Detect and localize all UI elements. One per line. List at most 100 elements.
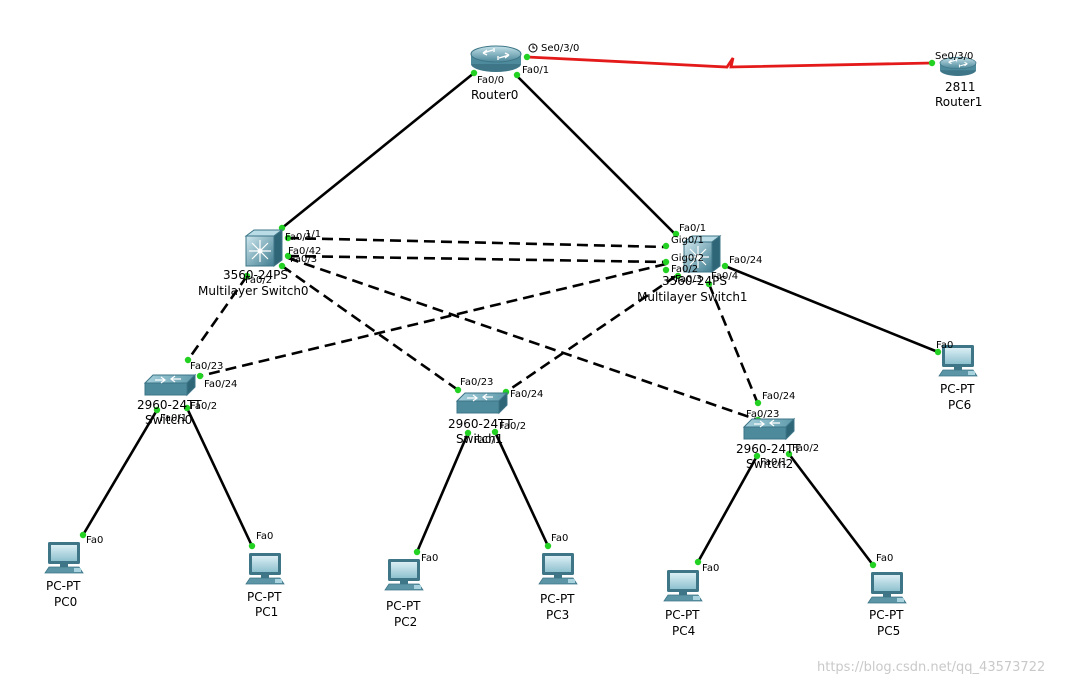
device-switch1[interactable] <box>456 392 508 414</box>
link-mls0-mls1-b[interactable] <box>287 254 667 264</box>
link-switch2-pc4[interactable] <box>696 455 759 563</box>
link-light <box>248 542 256 550</box>
link-light <box>79 531 87 539</box>
link-mls0-switch2[interactable] <box>287 256 759 422</box>
link-switch0-pc0[interactable] <box>81 409 159 536</box>
device-model: 2960-24TT <box>137 398 202 412</box>
link-light <box>491 428 499 436</box>
port-label: Gig0/2 <box>671 253 704 264</box>
device-model: 3560-24PS <box>223 268 288 282</box>
multilayer-switch-icon <box>245 229 283 267</box>
link-light <box>662 258 670 266</box>
device-name: PC3 <box>546 608 569 622</box>
device-model: PC-PT <box>46 579 81 593</box>
device-name: PC1 <box>255 605 278 619</box>
switch-icon <box>456 392 508 414</box>
device-name: PC4 <box>672 624 695 638</box>
link-router0-mls1[interactable] <box>515 74 677 236</box>
port-label: Fa0/1 <box>160 413 187 424</box>
port-label: Fa0/23 <box>460 377 493 388</box>
port-label: Fa0 <box>551 533 568 544</box>
device-switch2[interactable] <box>743 418 795 440</box>
device-name: Switch2 <box>746 457 793 471</box>
port-label: Fa0/2 <box>499 421 526 432</box>
port-label: Fa0 <box>421 553 438 564</box>
link-mls0-switch0[interactable] <box>186 275 249 361</box>
port-label: Fa0/4 <box>711 271 738 282</box>
link-light <box>523 53 531 61</box>
link-light <box>278 262 286 270</box>
port-label: Se0/3/0 <box>541 43 579 54</box>
device-pc0[interactable] <box>44 541 84 574</box>
device-router0[interactable] <box>470 45 522 73</box>
port-label: Fa0/1 <box>760 457 787 468</box>
port-label: Fa0/1 <box>285 232 312 243</box>
port-label: Se0/3/0 <box>935 51 973 62</box>
port-label: Fa0/2 <box>671 264 698 275</box>
link-mls0-switch1[interactable] <box>281 264 459 392</box>
link-light <box>754 399 762 407</box>
watermark: https://blog.csdn.net/qq_43573722 <box>817 660 1045 675</box>
port-label: Fa0/0 <box>477 75 504 86</box>
port-label: 1/1 <box>305 229 321 240</box>
device-model: PC-PT <box>247 590 282 604</box>
port-label: Fa0 <box>702 563 719 574</box>
link-light <box>284 234 292 242</box>
link-switch2-pc5[interactable] <box>787 453 875 566</box>
link-light <box>934 348 942 356</box>
port-label: Fa0/24 <box>729 255 762 266</box>
port-label: Fa0 <box>936 340 953 351</box>
device-name: PC6 <box>948 398 971 412</box>
port-label: Fa0/24 <box>762 391 795 402</box>
device-model: PC-PT <box>540 592 575 606</box>
link-light <box>153 406 161 414</box>
link-switch0-pc1[interactable] <box>185 407 254 547</box>
device-pc4[interactable] <box>663 569 703 602</box>
link-mls1-switch0[interactable] <box>199 262 667 378</box>
link-switch1-pc2[interactable] <box>415 432 470 553</box>
link-light <box>869 561 877 569</box>
link-light <box>184 356 192 364</box>
link-mls1-switch2[interactable] <box>707 283 760 405</box>
device-name: Multilayer Switch1 <box>637 290 748 304</box>
clock-icon <box>528 43 538 53</box>
link-light <box>674 272 682 280</box>
device-pc2[interactable] <box>384 558 424 591</box>
link-light <box>785 450 793 458</box>
device-name: Switch1 <box>456 432 503 446</box>
port-label: Fa0/24 <box>204 379 237 390</box>
device-model: PC-PT <box>869 608 904 622</box>
port-label: Gig0/1 <box>671 235 704 246</box>
link-light <box>672 230 680 238</box>
link-mls1-switch1[interactable] <box>505 274 677 394</box>
device-pc3[interactable] <box>538 552 578 585</box>
pc-icon <box>867 571 907 604</box>
port-status-lights <box>79 53 942 569</box>
link-light <box>464 429 472 437</box>
device-model: 2960-24TT <box>448 417 513 431</box>
device-name: Router0 <box>471 88 518 102</box>
link-light <box>243 272 251 280</box>
link-light <box>183 404 191 412</box>
device-multilayer-switch0[interactable] <box>245 229 283 267</box>
port-label: Fa0 <box>876 553 893 564</box>
device-model: 2811 <box>945 80 976 94</box>
port-label: Fa0/1 <box>474 435 501 446</box>
serial-link-router0-router1[interactable] <box>526 55 933 69</box>
link-light <box>413 548 421 556</box>
device-model: PC-PT <box>940 382 975 396</box>
port-label: Fa0/2 <box>245 275 272 286</box>
link-mls0-mls1-a[interactable] <box>287 236 667 249</box>
switch-icon <box>743 418 795 440</box>
device-switch0[interactable] <box>144 374 196 396</box>
link-light <box>470 69 478 77</box>
device-pc5[interactable] <box>867 571 907 604</box>
link-router0-mls0[interactable] <box>281 71 475 230</box>
link-light <box>284 252 292 260</box>
device-pc1[interactable] <box>245 552 285 585</box>
port-label: Fa0/2 <box>792 443 819 454</box>
link-switch1-pc3[interactable] <box>493 431 550 547</box>
port-label: Fa0/23 <box>190 361 223 372</box>
link-mls1-pc6[interactable] <box>724 264 939 354</box>
